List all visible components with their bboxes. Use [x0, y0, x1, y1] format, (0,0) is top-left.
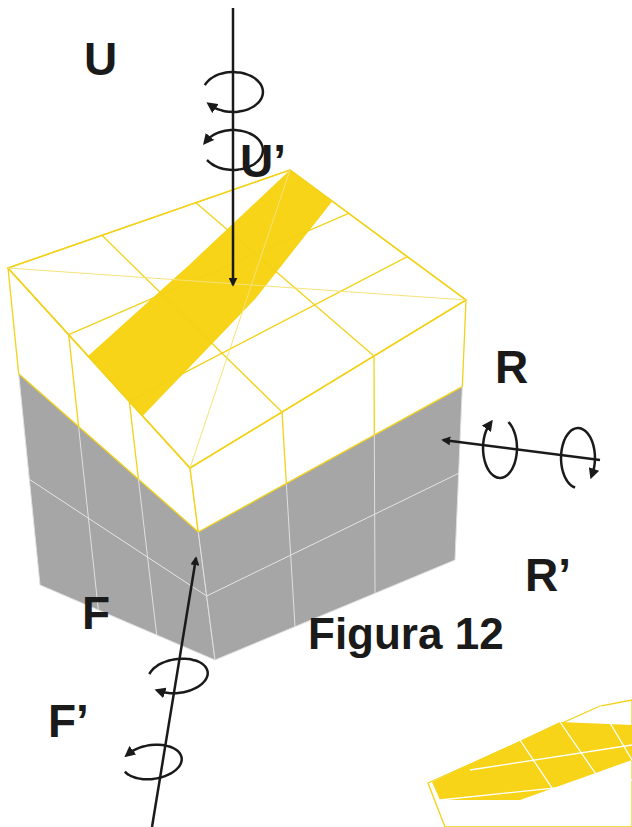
grid-line [462, 300, 466, 387]
rotation-arrow [149, 659, 207, 694]
grid-line [455, 387, 462, 560]
sticker-line [8, 268, 466, 300]
move-label: R’ [525, 552, 571, 598]
partial-top-face [428, 700, 632, 827]
partial-cube [428, 700, 632, 827]
grid-line [8, 268, 19, 374]
grid-line [129, 401, 138, 479]
grid-line [8, 170, 290, 268]
move-label: U [84, 36, 117, 82]
grid-line [196, 203, 374, 356]
grid-line [129, 257, 407, 402]
grid-line [198, 532, 215, 660]
axis-arrow [443, 440, 600, 460]
grid-line [470, 745, 632, 770]
top-face [8, 170, 466, 468]
grid-line [69, 335, 79, 427]
grid-line [207, 473, 459, 596]
grid-line [69, 213, 349, 334]
rotation-arrow [125, 745, 182, 780]
grid-line [600, 706, 632, 760]
figure-caption: Figura 12 [308, 612, 504, 656]
axis-arrow [232, 8, 235, 285]
grid-line [440, 780, 632, 800]
cube [8, 170, 466, 660]
grid-line [102, 235, 282, 412]
grid-line [290, 170, 466, 300]
rotation-axes [125, 8, 600, 827]
move-label: F [82, 590, 110, 636]
grid-line [373, 356, 375, 435]
grid-line [29, 479, 206, 596]
rotation-arrow [483, 422, 517, 478]
rotation-arrow [561, 428, 595, 487]
sticker-line [190, 170, 290, 468]
left-face [29, 479, 215, 660]
yellow-stickers [432, 722, 632, 800]
grid-line [190, 468, 198, 532]
yellow-stickers [88, 170, 332, 416]
move-label: R [495, 344, 528, 390]
move-label: U’ [240, 138, 286, 184]
move-label: F’ [48, 698, 89, 744]
grid-line [8, 268, 190, 468]
grid-line [190, 300, 466, 468]
rotation-arrow [205, 72, 263, 112]
grid-line [282, 412, 286, 484]
